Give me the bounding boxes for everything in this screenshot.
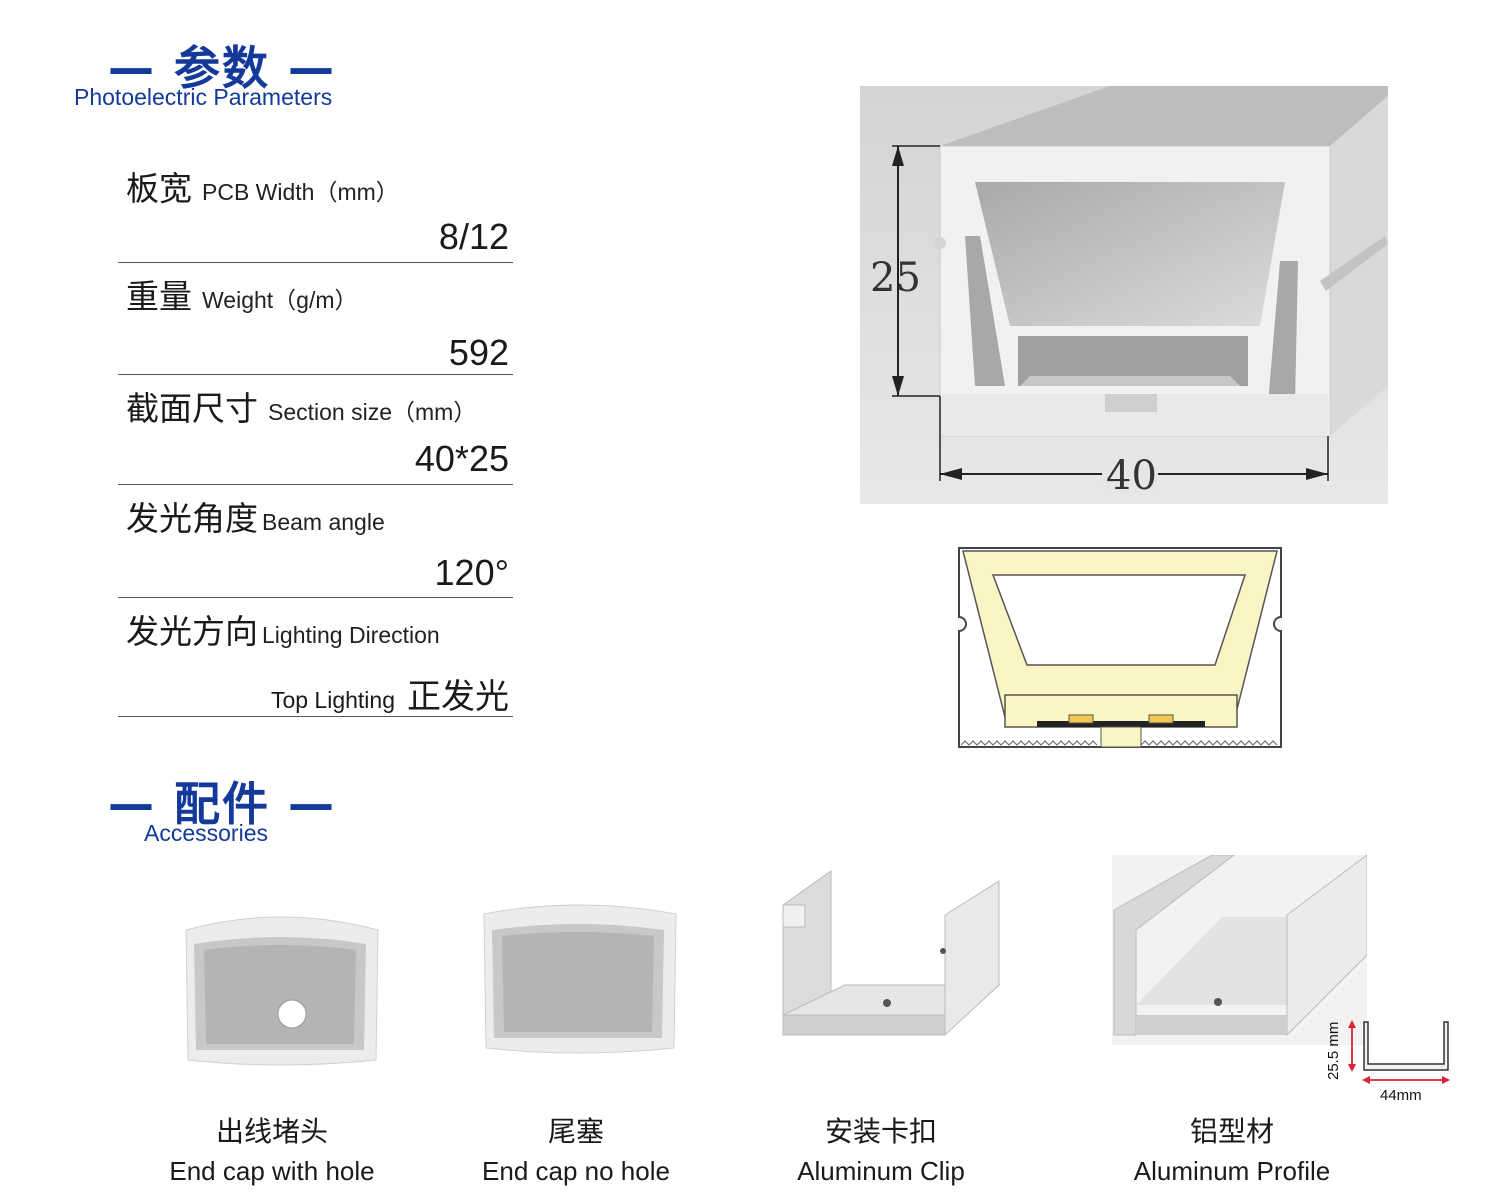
- param-value: Top Lighting 正发光: [271, 669, 509, 718]
- dim-height-arrow-top: [892, 146, 904, 166]
- param-label: 截面尺寸 Section size（mm）: [126, 382, 476, 430]
- param-label-en: Weight（g/m）: [202, 287, 358, 313]
- param-label: 重量 Weight（g/m）: [126, 270, 358, 318]
- param-label-cn: 发光角度: [126, 499, 258, 538]
- dim-h-arrow-top: [1348, 1020, 1356, 1028]
- accessory-name-cn: 尾塞: [547, 1115, 604, 1148]
- accessory-name-cn: 安装卡扣: [824, 1115, 937, 1148]
- params-title-en: Photoelectric Parameters: [74, 84, 333, 110]
- accessory-caption-end-cap-no-hole: 尾塞 End cap no hole: [416, 1110, 736, 1187]
- render-side-surface: [1330, 96, 1388, 436]
- clip-side-dot: [940, 948, 946, 954]
- render-diffuser: [975, 182, 1285, 326]
- param-row-pcb-width: 板宽 PCB Width（mm） 8/12: [118, 150, 513, 263]
- cap-inner: [204, 945, 356, 1044]
- profile-right-wall: [1286, 855, 1367, 1037]
- clip-screw-hole: [883, 999, 891, 1007]
- render-top-surface: [940, 86, 1388, 146]
- param-label-en: Section size（mm）: [268, 399, 477, 425]
- param-label-en: Lighting Direction: [262, 622, 440, 648]
- accessory-name-cn: 出线堵头: [215, 1115, 328, 1148]
- dim-w-arrow-left: [1362, 1076, 1370, 1084]
- accessory-name-cn: 铝型材: [1189, 1115, 1274, 1148]
- param-label-cn: 截面尺寸: [126, 389, 258, 428]
- title-dash-right: —: [288, 777, 337, 831]
- accessories-section-title: — 配件 —: [108, 768, 336, 834]
- cap-inner: [502, 932, 654, 1032]
- param-label-cn: 重量: [126, 277, 192, 316]
- render-led-strip: [1020, 376, 1240, 386]
- param-value: 8/12: [438, 216, 509, 257]
- aluminum-profile-image: [1112, 855, 1367, 1045]
- section-serration: [960, 740, 1278, 746]
- profile-3d-render: 25 40: [860, 86, 1388, 504]
- section-pcb: [1037, 721, 1205, 727]
- aluminum-clip-image: [782, 870, 1001, 1037]
- clip-base-front: [782, 1014, 946, 1036]
- dim-h-label: 25.5 mm: [1325, 1022, 1342, 1080]
- end-cap-no-hole-image: [483, 904, 677, 1054]
- param-label-en: Beam angle: [262, 509, 385, 535]
- clip-right-wall: [944, 880, 1000, 1037]
- profile-dimension-diagram: 25.5 mm 44mm: [1325, 1020, 1450, 1104]
- render-side-nub: [1320, 236, 1388, 291]
- dim-h-arrow-bottom: [1348, 1064, 1356, 1072]
- dim-profile-outline: [1363, 1021, 1449, 1071]
- title-dash-left: —: [108, 777, 156, 831]
- accessory-name-en: End cap no hole: [482, 1156, 670, 1186]
- title-dash-right: —: [288, 41, 337, 95]
- clip-left-lip: [782, 904, 806, 928]
- accessories-title-en: Accessories: [144, 820, 268, 846]
- title-dash-left: —: [108, 41, 156, 95]
- accessory-caption-end-cap-hole: 出线堵头 End cap with hole: [112, 1110, 432, 1187]
- params-section-title: — 参数 —: [108, 32, 336, 98]
- render-channel-right: [1268, 261, 1298, 404]
- param-row-section-size: 截面尺寸 Section size（mm） 40*25: [118, 374, 513, 485]
- profile-cross-section: [958, 547, 1282, 748]
- render-channel-left: [965, 236, 1005, 386]
- param-label-cn: 板宽: [126, 169, 192, 208]
- end-cap-with-hole-image: [185, 916, 379, 1066]
- dim-w-label: 44mm: [1380, 1087, 1422, 1104]
- dim-width-label: 40: [1106, 453, 1157, 499]
- section-led-right: [1148, 714, 1174, 724]
- param-label-cn: 发光方向: [126, 612, 258, 651]
- accessory-caption-aluminum-profile: 铝型材 Aluminum Profile: [1072, 1110, 1392, 1187]
- dim-width-label-bg: [1102, 454, 1158, 494]
- section-base-slot: [1100, 726, 1142, 748]
- dim-width-arrow-right: [1306, 468, 1328, 480]
- dim-w-arrow-right: [1442, 1076, 1450, 1084]
- param-value: 40*25: [414, 438, 509, 479]
- param-label: 板宽 PCB Width（mm）: [126, 162, 399, 210]
- profile-front-edge: [1136, 1015, 1287, 1035]
- profile-screw-hole: [1214, 998, 1222, 1006]
- accessory-name-en: Aluminum Clip: [797, 1156, 965, 1186]
- accessory-name-en: Aluminum Profile: [1133, 1156, 1331, 1186]
- param-value: 592: [448, 332, 509, 373]
- param-label-en: PCB Width（mm）: [202, 179, 399, 205]
- param-row-weight: 重量 Weight（g/m） 592: [118, 262, 513, 375]
- render-notch: [934, 237, 946, 249]
- dim-width-arrow-left: [940, 468, 962, 480]
- accessories-title-cn: 配件: [174, 777, 271, 831]
- param-value: 120°: [434, 552, 509, 593]
- param-value-en: Top Lighting: [270, 687, 395, 713]
- render-base-slot: [1105, 394, 1157, 412]
- param-value-cn: 正发光: [407, 678, 509, 716]
- accessory-name-en: End cap with hole: [169, 1156, 375, 1186]
- dim-height-arrow-bottom: [892, 376, 904, 396]
- section-led-left: [1068, 714, 1094, 724]
- dim-height-label: 25: [870, 255, 921, 301]
- accessory-caption-aluminum-clip: 安装卡扣 Aluminum Clip: [721, 1110, 1041, 1187]
- profile-left-wall: [1113, 855, 1235, 1036]
- cap-hole: [277, 999, 307, 1029]
- params-title-cn: 参数: [174, 41, 271, 95]
